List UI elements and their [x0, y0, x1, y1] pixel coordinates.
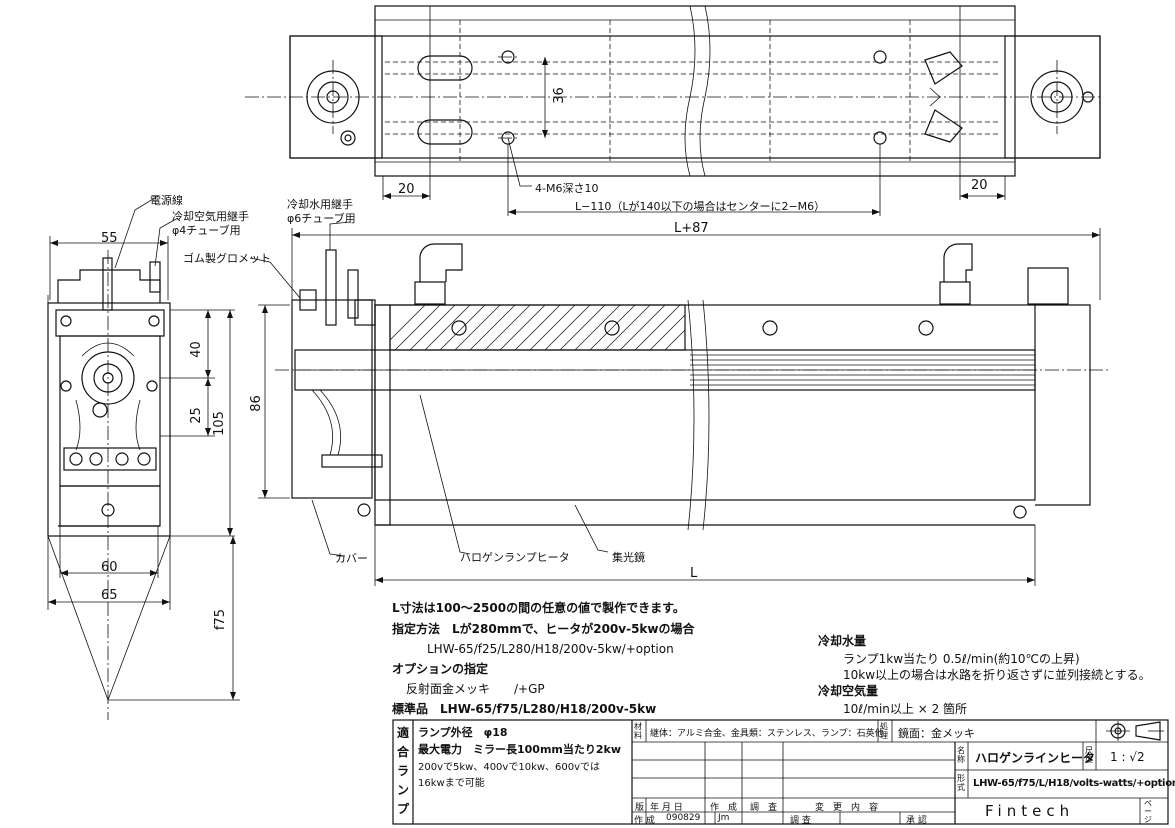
note-water-title: 冷却水量 — [818, 634, 867, 648]
lamp-side-column: 適 合 ラ ン プ — [397, 724, 411, 819]
dim-65: 65 — [101, 588, 118, 603]
rev-header-version: 版 — [635, 803, 645, 813]
lamp-side-char: プ — [397, 802, 410, 816]
dim-length-top: L−110（Lが140以下の場合はセンターに2−M6） — [575, 200, 826, 213]
dim-105: 105 — [211, 411, 227, 436]
label-power-cable: 電源線 — [150, 194, 183, 207]
dim-60: 60 — [101, 560, 118, 575]
label-air-tube: φ4チューブ用 — [172, 224, 241, 237]
material-text: 継体：アルミ合金、金具類：ステンレス、ランプ：石英他 — [650, 729, 884, 739]
rev-header-change: 変 更 内 容 — [815, 803, 879, 813]
label-water-fitting: 冷却水用継手 — [287, 198, 353, 211]
label-heater: ハロゲンランプヒータ — [460, 551, 570, 564]
note-spec-example: LHW-65/f25/L280/H18/200v-5kw/+option — [427, 642, 674, 656]
model-head: 形式 — [957, 774, 965, 792]
dim-25: 25 — [188, 407, 204, 424]
lamp-line2: 最大電力 ミラー長100mm当たり2kw — [418, 743, 622, 756]
label-air-fitting: 冷却空気用継手 — [172, 210, 249, 223]
lamp-side-char: 合 — [397, 745, 410, 759]
title-block — [392, 719, 1169, 825]
product-name: ハロゲンラインヒータ — [975, 751, 1096, 765]
hatching — [390, 305, 685, 350]
scale-head: 尺度 — [1085, 746, 1093, 764]
page-head: ページ — [1144, 799, 1152, 824]
lamp-side-char: ラ — [397, 764, 410, 778]
model-text: LHW-65/f75/L/H18/volts-watts/+option — [973, 778, 1175, 789]
dim-length-bottom: L — [690, 566, 698, 581]
note-spec-method: 指定方法 Lが280mmで、ヒータが200v-5kwの場合 — [392, 622, 695, 636]
dim-40: 40 — [188, 341, 204, 358]
treatment-text: 鏡面：金メッキ — [898, 727, 975, 740]
made-by: Jm — [718, 813, 730, 823]
dim-20-right: 20 — [971, 178, 988, 193]
label-water-tube: φ6チューブ用 — [287, 212, 356, 225]
side-view — [47, 195, 240, 720]
dim-55: 55 — [101, 231, 118, 246]
front-view — [249, 221, 1110, 586]
dim-20-left: 20 — [398, 182, 415, 197]
label-rubber-grommet: ゴム製グロメット — [183, 252, 271, 265]
treatment-head: 処理 — [880, 722, 888, 740]
rev-header-made: 作 成 — [710, 803, 738, 813]
made-date: 090829 — [666, 813, 701, 823]
lamp-side-char: 適 — [397, 726, 410, 740]
top-view — [245, 5, 1101, 216]
dim-36: 36 — [551, 87, 567, 104]
dim-86: 86 — [248, 395, 264, 412]
dim-f75: f75 — [213, 608, 229, 631]
approved-label: 承 認 — [906, 816, 927, 826]
material-head: 材料 — [634, 722, 642, 740]
checked-label: 調 査 — [790, 816, 811, 826]
rev-header-date: 年 月 日 — [650, 803, 683, 813]
rev-header-check: 調 査 — [750, 803, 778, 813]
name-head: 名称 — [957, 746, 965, 764]
lamp-line3: 200vで5kw、400vで10kw、600vでは — [418, 762, 601, 773]
note-air-title: 冷却空気量 — [818, 684, 879, 698]
note-option-item: 反射面金メッキ /+GP — [406, 682, 545, 696]
company-name: Fintech — [985, 802, 1075, 820]
dim-holes: 4-M6深さ10 — [535, 182, 599, 195]
note-water-line2: 10kw以上の場合は水路を折り返さずに並列接続とする。 — [843, 668, 1151, 682]
dim-length-plus87: L+87 — [674, 221, 709, 236]
note-option-title: オプションの指定 — [392, 662, 489, 676]
note-standard: 標準品 LHW-65/f75/L280/H18/200v-5kw — [392, 702, 657, 716]
lamp-side-char: ン — [397, 783, 410, 797]
label-cover: カバー — [335, 552, 368, 565]
scale-value: 1 : √2 — [1110, 750, 1145, 764]
made-label: 作 成 — [634, 816, 655, 826]
note-water-line1: ランプ1kw当たり 0.5ℓ/min(約10℃の上昇) — [843, 652, 1080, 666]
label-mirror: 集光鏡 — [612, 551, 645, 564]
note-l-range: L寸法は100〜2500の間の任意の値で製作できます。 — [392, 601, 685, 615]
lamp-line1: ランプ外径 φ18 — [418, 726, 508, 739]
note-air-line1: 10ℓ/min以上 × 2 箇所 — [843, 702, 968, 716]
lamp-line4: 16kwまで可能 — [418, 778, 485, 789]
